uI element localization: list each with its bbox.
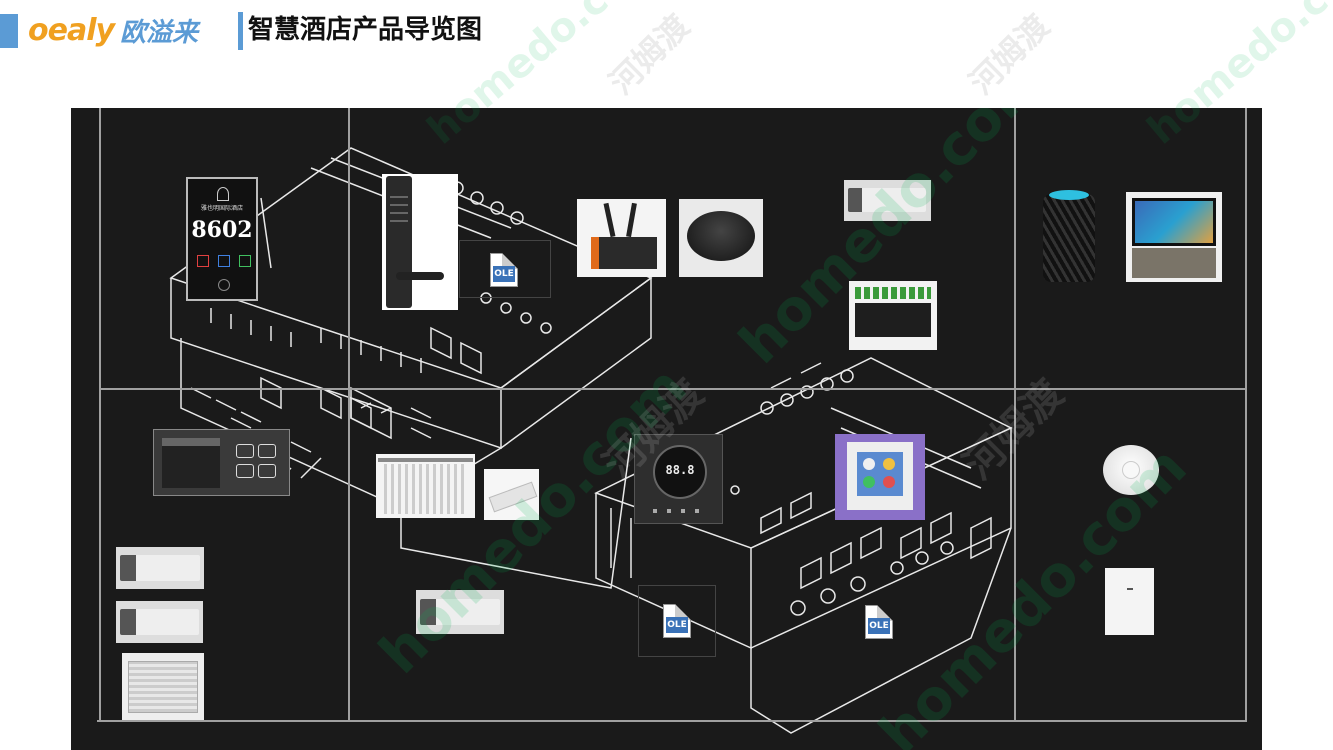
ole-file-icon: OLE: [490, 253, 518, 287]
brand-logo: oealy 欧溢来: [28, 12, 198, 48]
ole-label: OLE: [868, 618, 890, 634]
power-module-left-2-label: [120, 609, 199, 635]
power-module-left-1-label: [120, 555, 200, 581]
doorplate-product: 雅也明国际酒店 8602: [186, 177, 258, 301]
ole-object-1: OLE: [459, 240, 551, 298]
thermostat-buttons: [653, 509, 705, 513]
doorplate-room-number: 8602: [191, 217, 253, 243]
thermostat-product: 88.8: [634, 434, 723, 524]
ole-object-3: OLE: [863, 604, 897, 640]
grid-line-col-1: [99, 108, 101, 720]
doorplate-doorbell-button-icon: [218, 279, 230, 291]
switch-button-3: [236, 464, 254, 478]
thermostat-display: 88.8: [665, 463, 695, 477]
curtain-fabric: [384, 464, 464, 514]
touch-panel-icon-2: [883, 458, 895, 470]
pir-sensor-product: [1102, 444, 1160, 499]
title-divider-bar: [238, 12, 243, 50]
smart-lock-keypad-icon: [390, 192, 408, 222]
smart-speaker-body: [1043, 194, 1095, 282]
smart-lock-product: [382, 174, 458, 310]
thermostat-dial: [653, 445, 707, 499]
touch-panel-icon-1: [863, 458, 875, 470]
power-module-left-2: [116, 601, 203, 643]
doorplate-hotel-name: 雅也明国际酒店: [200, 205, 243, 212]
card-slot-panel: [162, 438, 220, 488]
gateway-antenna-2: [626, 202, 637, 238]
relay-module-body: [855, 303, 931, 337]
grid-line-col-2: [348, 108, 350, 720]
curtain-product: [376, 454, 475, 518]
grid-line-col-3: [1014, 108, 1016, 720]
switch-button-1: [236, 444, 254, 458]
power-module-left-1: [116, 547, 204, 589]
card-switch-panel-product: [153, 429, 290, 496]
gateway-body: [591, 237, 657, 269]
smart-display-speaker-base: [1132, 248, 1216, 278]
smart-display-product: [1126, 192, 1222, 282]
touch-panel-icon-4: [883, 476, 895, 488]
grid-line-col-4: [1245, 108, 1247, 720]
switching-power-supply-product: [122, 653, 204, 720]
switch-button-2: [258, 444, 276, 458]
header: oealy 欧溢来 智慧酒店产品导览图: [0, 0, 1333, 60]
smart-display-screen: [1132, 198, 1216, 246]
ole-object-2: OLE: [638, 585, 716, 657]
grid-line-middle: [99, 388, 1247, 390]
gateway-product: [577, 199, 666, 277]
ole-label: OLE: [493, 266, 515, 282]
header-accent-bar: [0, 14, 18, 48]
curtain-motor-body: [488, 481, 538, 513]
smart-speaker-product: [1039, 184, 1099, 284]
touch-panel-icon-3: [863, 476, 875, 488]
curtain-rail: [378, 458, 473, 462]
curtain-motor-product: [484, 469, 539, 520]
smart-speaker-light-ring: [1049, 190, 1089, 200]
pir-sensor-lens: [1122, 461, 1140, 479]
doorplate-emblem-icon: [217, 187, 229, 201]
door-sensor-indicator: [1127, 588, 1133, 590]
page-title: 智慧酒店产品导览图: [248, 15, 483, 45]
power-module-top-label: [848, 188, 926, 212]
doorplate-service-icon: [239, 255, 251, 267]
power-module-top: [844, 180, 931, 221]
doorplate-bell-icon: [218, 255, 230, 267]
power-supply-case: [128, 661, 198, 713]
power-module-center-label: [420, 599, 500, 625]
smart-lock-handle: [396, 272, 444, 280]
logo-english: oealy: [28, 12, 115, 48]
ole-file-icon: OLE: [663, 604, 691, 638]
gateway-antenna-1: [603, 202, 616, 238]
switch-button-4: [258, 464, 276, 478]
doorplate-dnd-icon: [197, 255, 209, 267]
logo-chinese: 欧溢来: [120, 17, 199, 48]
touch-panel-product: [835, 434, 925, 520]
relay-module-terminals: [855, 287, 931, 299]
product-overview-stage: 雅也明国际酒店 8602 OLE: [71, 108, 1262, 750]
round-sensor-product: [679, 199, 763, 277]
grid-line-bottom: [97, 720, 1247, 722]
ole-label: OLE: [666, 617, 688, 633]
door-sensor-product: [1105, 568, 1154, 635]
touch-panel-screen: [857, 452, 903, 496]
ole-file-icon: OLE: [865, 605, 893, 639]
round-sensor-disc: [687, 211, 755, 261]
relay-module-product: [849, 281, 937, 350]
power-module-center: [416, 590, 504, 634]
